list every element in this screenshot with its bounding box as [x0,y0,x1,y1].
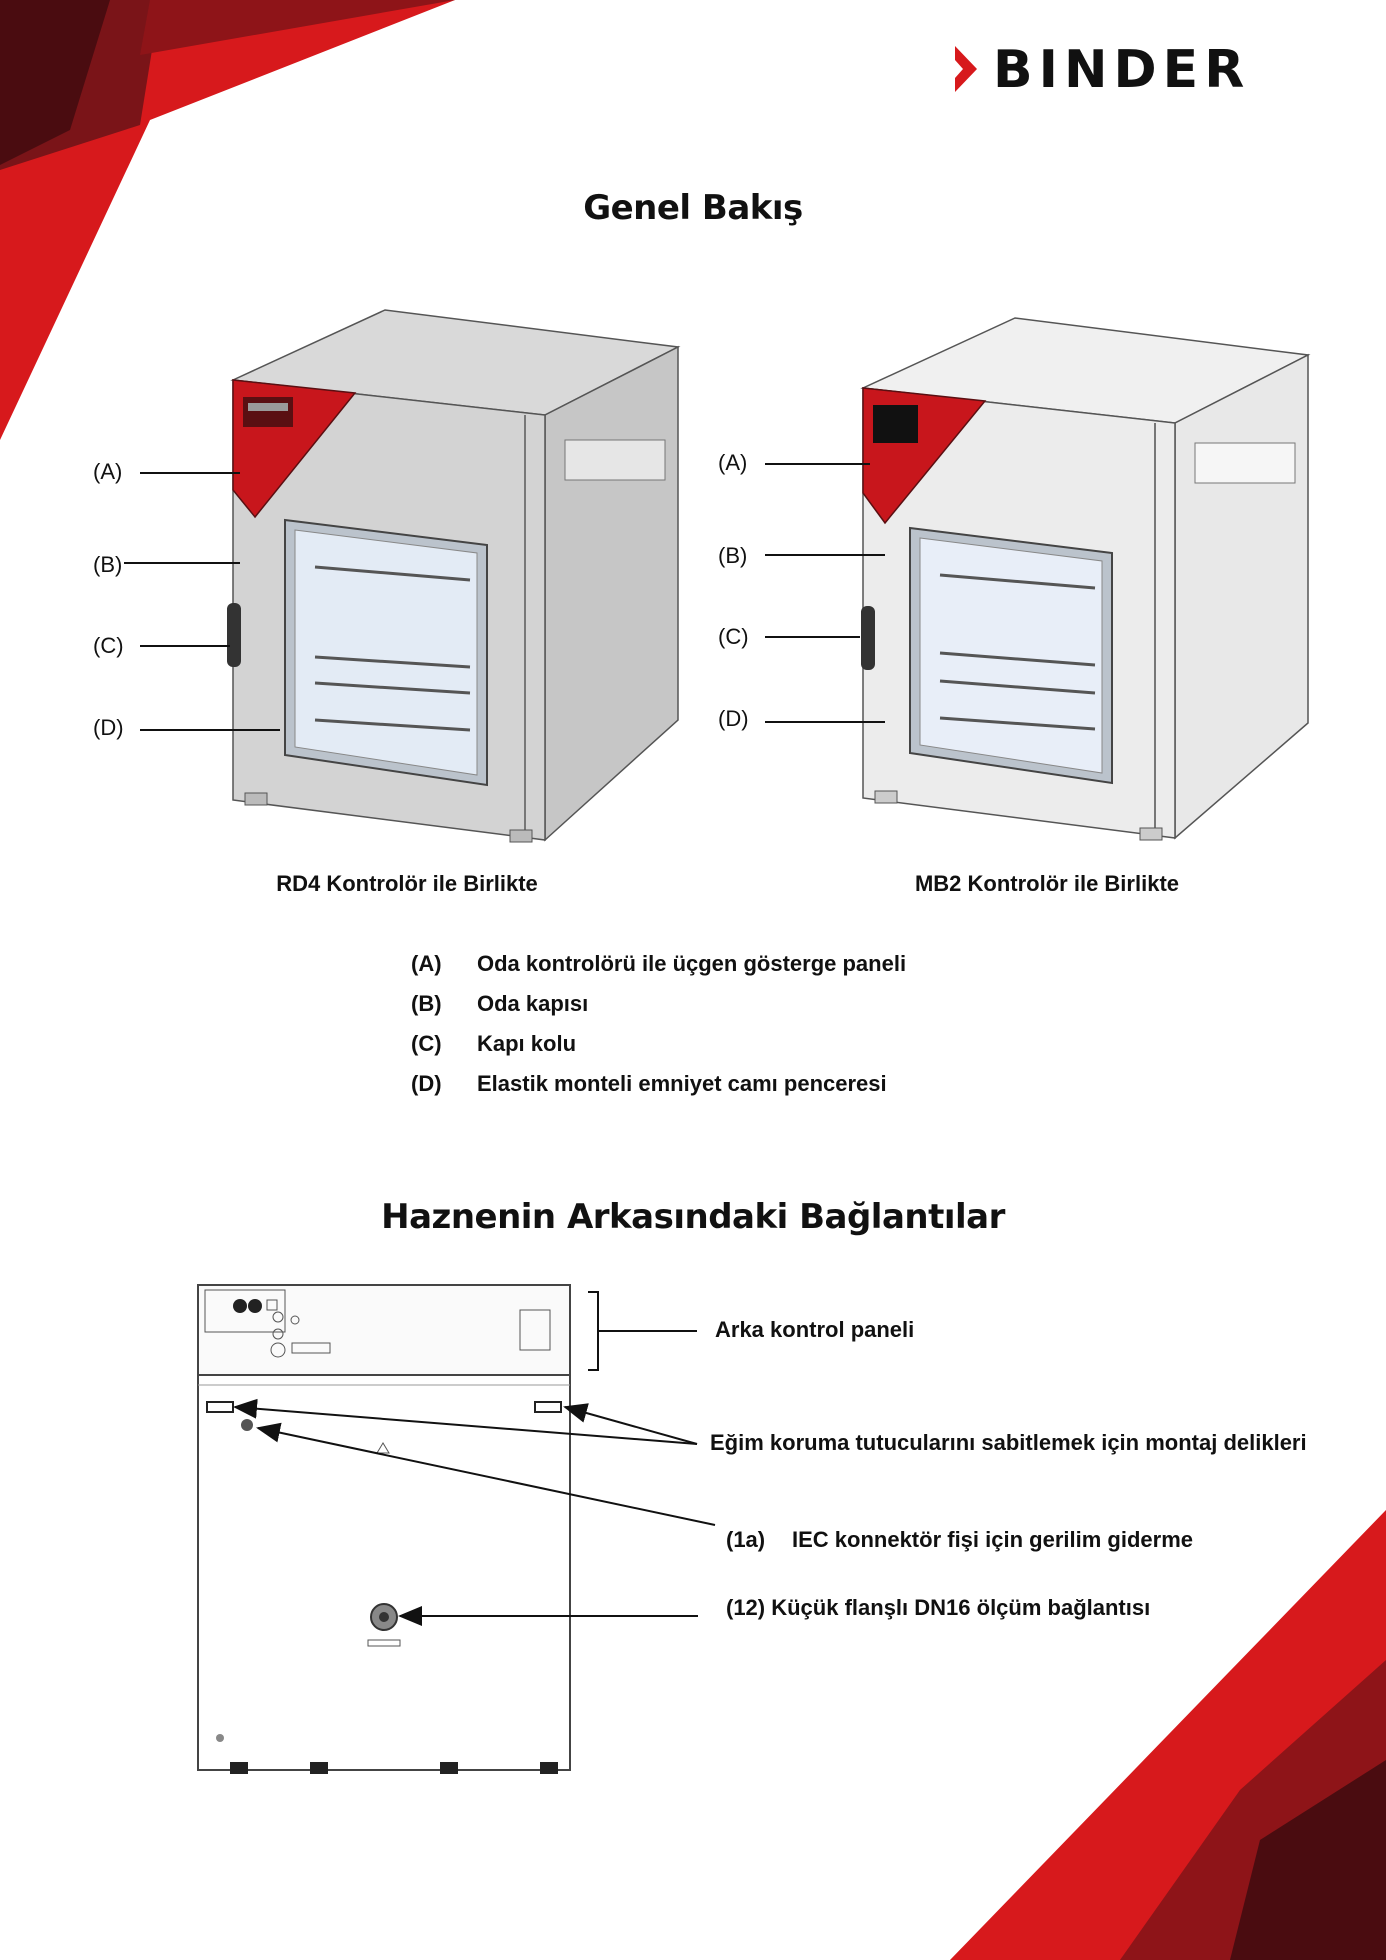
brand-logo-text: BINDER [993,40,1251,100]
legend-item-a: (A) Oda kontrolörü ile üçgen gösterge pa… [411,951,1111,981]
label-flange: (12) Küçük flanşlı DN16 ölçüm bağlantısı [726,1595,1151,1620]
overview-title: Genel Bakış [583,188,803,228]
legend-item-b: (B) Oda kapısı [411,991,1111,1021]
legend-text: Oda kapısı [477,991,589,1016]
legend-key: (B) [411,991,442,1016]
legend-key: (A) [411,951,442,976]
legend-item-d: (D) Elastik monteli emniyet camı pencere… [411,1071,1111,1101]
callout-left-a: (A) [93,459,123,484]
callout-right-b: (B) [718,543,748,568]
legend-item-c: (C) Kapı kolu [411,1031,1111,1061]
legend-text: Kapı kolu [477,1031,577,1056]
callout-right-c: (C) [718,624,749,649]
rear-title: Haznenin Arkasındaki Bağlantılar [381,1197,1005,1237]
callout-left-d: (D) [93,715,124,740]
label-control-panel: Arka kontrol paneli [715,1317,915,1342]
callout-left-b: (B) [93,552,123,577]
oven-mb2-illustration [860,317,1311,841]
label-mounting-holes: Eğim koruma tutucularını sabitlemek için… [710,1430,1307,1455]
binder-logo-icon [955,46,977,92]
callout-right-a: (A) [718,450,748,475]
callout-left-c: (C) [93,633,124,658]
oven-rd4-illustration [227,309,681,843]
legend-key: (D) [411,1071,442,1096]
callout-right-d: (D) [718,706,749,731]
caption-mb2: MB2 Kontrolör ile Birlikte [914,871,1180,896]
legend-key: (C) [411,1031,442,1056]
legend-text: Elastik monteli emniyet camı penceresi [477,1071,887,1096]
legend-text: Oda kontrolörü ile üçgen gösterge paneli [477,951,907,976]
label-strain-relief: IEC konnektör fişi için gerilim giderme [792,1527,1193,1552]
caption-rd4: RD4 Kontrolör ile Birlikte [276,871,538,896]
label-strain-relief-key: (1a) [726,1527,766,1552]
